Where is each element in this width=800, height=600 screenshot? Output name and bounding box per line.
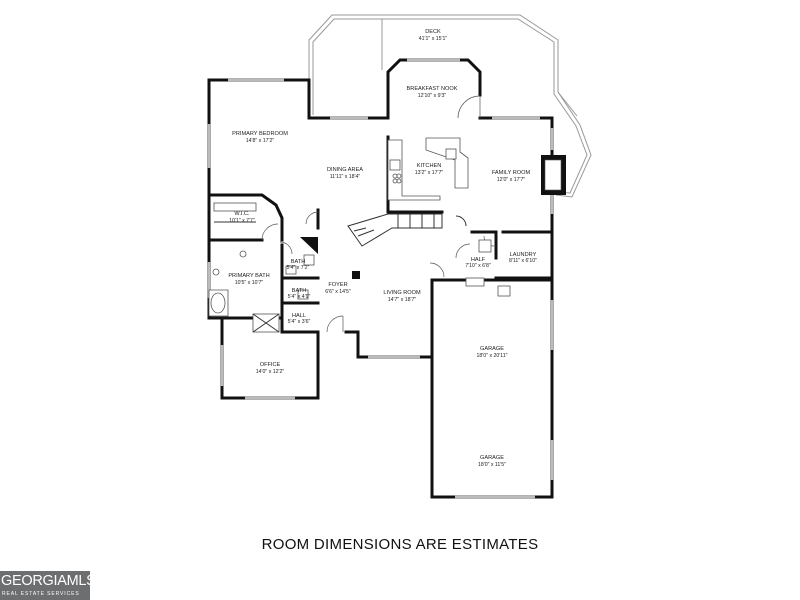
deck-label: DECK (425, 29, 441, 35)
office-dims: 14'0" x 12'2" (256, 369, 285, 375)
office-label: OFFICE (260, 362, 281, 368)
garage-label: GARAGE (480, 346, 504, 352)
bath-label: BATH (291, 259, 306, 265)
fixtures (208, 137, 566, 333)
deck-outline (308, 14, 592, 198)
garage-2-dims: 18'0" x 11'5" (478, 462, 506, 468)
kitchen-label: KITCHEN (417, 163, 442, 169)
laundry-dims: 8'11" x 6'10" (509, 258, 537, 264)
logo-tagline: REAL ESTATE SERVICES (2, 591, 80, 597)
hall-label: HALL (292, 313, 306, 319)
wic-dims: 10'1" x 7'7" (229, 218, 255, 224)
laundry-label: LAUNDRY (510, 252, 537, 258)
georgiamls-logo: GEORGIAMLS REAL ESTATE SERVICES (0, 571, 90, 600)
living-room-dims: 14'7" x 18'7" (388, 297, 417, 303)
bath-2-dims: 5'4" x 4'9" (288, 294, 311, 300)
family-room-dims: 12'0" x 17'7" (497, 177, 526, 183)
floor-plan: DECK 41'1" x 15'1" BREAKFAST NOOK 12'10"… (207, 14, 592, 499)
kitchen-dims: 13'2" x 17'7" (415, 170, 444, 176)
half-bath-label: HALF (471, 257, 486, 263)
windows (207, 58, 554, 499)
dining-area-label: DINING AREA (327, 167, 363, 173)
wic-label: W.I.C. (234, 211, 250, 217)
family-room-label: FAMILY ROOM (492, 170, 531, 176)
bath-dims: 5'4" x 7'2" (287, 265, 310, 271)
dimensions-disclaimer: ROOM DIMENSIONS ARE ESTIMATES (261, 536, 539, 553)
logo-wordmark: GEORGIAMLS (1, 573, 90, 589)
deck-dims: 41'1" x 15'1" (419, 36, 448, 42)
half-bath-dims: 7'10" x 6'8" (465, 263, 491, 269)
living-room-label: LIVING ROOM (383, 290, 421, 296)
walls (207, 58, 554, 499)
garage-dims: 18'0" x 20'11" (477, 353, 508, 359)
foyer-label: FOYER (328, 282, 347, 288)
dining-area-dims: 11'11" x 18'4" (330, 174, 361, 180)
room-labels: DECK 41'1" x 15'1" BREAKFAST NOOK 12'10"… (228, 29, 537, 468)
primary-bath-dims: 10'5" x 10'7" (235, 280, 264, 286)
hall-dims: 5'4" x 3'6" (288, 319, 311, 325)
primary-bedroom-label: PRIMARY BEDROOM (232, 131, 288, 137)
primary-bedroom-dims: 14'8" x 17'2" (246, 138, 275, 144)
doors (261, 95, 495, 333)
breakfast-nook-dims: 12'10" x 9'3" (418, 93, 447, 99)
primary-bath-label: PRIMARY BATH (228, 273, 269, 279)
bath-2-label: BATH (292, 288, 307, 294)
breakfast-nook-label: BREAKFAST NOOK (407, 86, 458, 92)
foyer-dims: 6'6" x 14'5" (325, 289, 351, 295)
garage-2-label: GARAGE (480, 455, 504, 461)
